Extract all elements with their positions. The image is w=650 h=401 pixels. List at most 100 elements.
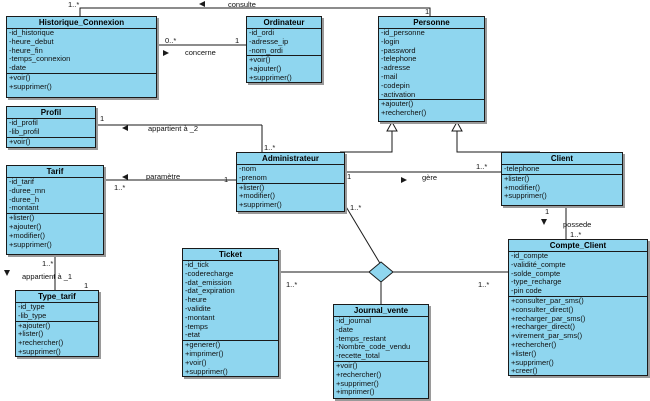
class-administrateur[interactable]: Administrateur -nom -prenom +lister() +m… [236, 152, 345, 212]
generalization-triangle-admin [386, 120, 398, 132]
method: +modifier() [504, 182, 541, 192]
method: +voir() [9, 136, 31, 146]
attribute: -id_tarif [9, 177, 35, 186]
attribute: -pin code [511, 286, 542, 296]
method: +supprimer() [9, 239, 52, 249]
attributes: -id_historique -heure_debut -heure_fin -… [7, 28, 156, 74]
attribute: -lib_profil [9, 126, 40, 136]
ternary-diamond [368, 261, 394, 283]
method: +lister() [239, 182, 265, 192]
class-client[interactable]: Client -telephone +lister() +modifier() … [501, 152, 623, 206]
attribute: -activation [381, 89, 416, 99]
method: +voir() [185, 357, 207, 367]
attributes: -id_tarif -duree_mn -duree_h -montant [7, 177, 103, 215]
attribute: -montant [185, 312, 215, 322]
multiplicity: 1..* [264, 143, 276, 152]
generalization-triangle-client [451, 120, 463, 132]
class-name: Administrateur [237, 153, 344, 165]
arrow-appartient-type [4, 270, 10, 276]
class-ordinateur[interactable]: Ordinateur -id_ordi -adresse_ip -nom_ord… [246, 16, 322, 83]
class-name: Ordinateur [247, 17, 321, 29]
method: +creer() [511, 366, 538, 376]
class-profil[interactable]: Profil -id_profil -lib_profil +voir() [6, 106, 96, 148]
class-compte-client[interactable]: Compte_Client -id_compte -validité_compt… [508, 239, 648, 376]
assoc-label-parametre: paramètre [146, 172, 181, 181]
attribute: -duree_h [9, 194, 40, 204]
multiplicity: 1 [347, 172, 352, 181]
attributes: -id_profil -lib_profil [7, 118, 95, 138]
class-historique-connexion[interactable]: Historique_Connexion -id_historique -heu… [6, 16, 157, 98]
multiplicity: 1 [224, 175, 229, 184]
attribute: -id_tick [185, 260, 209, 269]
attribute: -duree_mn [9, 185, 46, 195]
method: +modifier() [9, 230, 46, 240]
methods: +consulter_par_sms() +consulter_direct()… [509, 296, 647, 376]
attributes: -id_tick -coderecharge -dat_emission -da… [183, 260, 278, 342]
attribute: -heure_debut [9, 36, 54, 46]
class-tarif[interactable]: Tarif -id_tarif -duree_mn -duree_h -mont… [6, 165, 104, 255]
class-name: Client [502, 153, 622, 165]
method: +voir() [9, 72, 31, 82]
method: +lister() [511, 348, 537, 358]
method: +imprimer() [336, 387, 375, 397]
method: +supprimer() [239, 200, 282, 210]
attribute: -temps_restant [336, 333, 387, 343]
multiplicity: 1..* [286, 280, 298, 289]
class-type-tarif[interactable]: Type_tarif -id_type -lib_type +ajouter()… [15, 290, 99, 357]
class-name: Historique_Connexion [7, 17, 156, 29]
assoc-label-appartient-profil: appartient à _2 [148, 124, 199, 133]
attribute: -Nombre_code_vendu [336, 342, 411, 352]
method: +rechercher() [336, 369, 382, 379]
attribute: -id_historique [9, 28, 55, 37]
method: +rechercher() [511, 339, 557, 349]
attribute: -id_profil [9, 118, 38, 127]
assoc-label-appartient-type: appartient à _1 [22, 272, 73, 281]
methods: +lister() +ajouter() +modifier() +suppri… [7, 213, 103, 249]
attribute: -coderecharge [185, 268, 234, 278]
method: +virement_par_sms() [511, 331, 583, 341]
attributes: -telephone [502, 164, 622, 175]
attribute: -id_ordi [249, 28, 275, 37]
class-ticket[interactable]: Ticket -id_tick -coderecharge -dat_emiss… [182, 248, 279, 377]
attribute: -mail [381, 71, 398, 81]
attribute: -montant [9, 203, 39, 213]
multiplicity: 1..* [570, 230, 582, 239]
attribute: -telephone [504, 164, 540, 173]
method: +imprimer() [185, 348, 224, 358]
attribute: -temps [185, 321, 208, 331]
method: +supprimer() [9, 81, 52, 91]
class-personne[interactable]: Personne -id_personne -login -password -… [378, 16, 485, 122]
attribute: -date [336, 324, 354, 334]
attribute: -validite [185, 303, 211, 313]
multiplicity: 1..* [68, 0, 80, 9]
method: +supprimer() [336, 378, 379, 388]
arrow-possede [541, 219, 547, 225]
method: +ajouter() [249, 64, 282, 74]
method: +lister() [504, 173, 530, 183]
attribute: -date [9, 63, 27, 73]
class-name: Journal_vente [334, 305, 428, 317]
multiplicity: 1..* [478, 280, 490, 289]
arrow-gere [401, 177, 407, 183]
attributes: -id_ordi -adresse_ip -nom_ordi [247, 28, 321, 57]
arrow-parametre [122, 174, 128, 180]
assoc-label-possede: possede [563, 220, 592, 229]
class-journal-vente[interactable]: Journal_vente -id_journal -date -temps_r… [333, 304, 429, 399]
attribute: -heure [185, 295, 207, 305]
arrow-concerne [163, 50, 169, 56]
class-name: Personne [379, 17, 484, 29]
multiplicity: 1..* [42, 259, 54, 268]
method: +recharger_direct() [511, 322, 575, 332]
attribute: -heure_fin [9, 45, 43, 55]
method: +lister() [9, 213, 35, 223]
methods: +lister() +modifier() +supprimer() [502, 173, 622, 201]
assoc-label-concerne: concerne [185, 48, 216, 57]
method: +modifier() [239, 191, 276, 201]
attribute: -lib_type [18, 310, 47, 320]
method: +rechercher() [381, 108, 427, 118]
multiplicity: 1..* [114, 183, 126, 192]
attribute: -adresse [381, 63, 411, 73]
attribute: -password [381, 45, 416, 55]
multiplicity: 1 [100, 114, 105, 123]
attributes: -id_personne -login -password -telephone… [379, 28, 484, 101]
